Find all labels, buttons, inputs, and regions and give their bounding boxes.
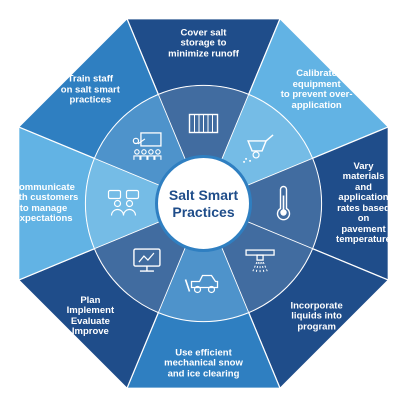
spreader-icon [243, 134, 274, 163]
center-title: Salt Smart Practices [168, 186, 239, 220]
presentation-icon [132, 132, 162, 160]
thermometer-icon [276, 185, 291, 221]
plow-truck-icon [184, 274, 219, 294]
computer-icon [133, 248, 161, 272]
storage-container-icon [188, 113, 219, 134]
center-circle [155, 155, 252, 252]
sprayer-icon [245, 249, 275, 274]
chat-people-icon [107, 189, 140, 216]
